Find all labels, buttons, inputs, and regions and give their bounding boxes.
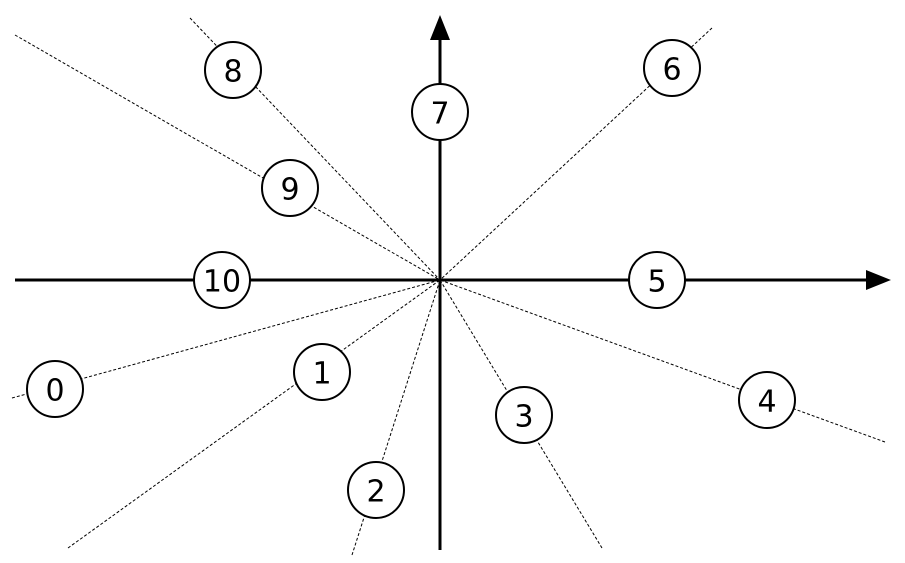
node-4-label: 4 <box>757 385 776 420</box>
node-1: 1 <box>293 343 351 401</box>
node-9: 9 <box>261 159 319 217</box>
node-0: 0 <box>26 360 84 418</box>
node-5: 5 <box>628 251 686 309</box>
node-8-label: 8 <box>223 55 242 90</box>
node-4: 4 <box>738 371 796 429</box>
vertical-axis-arrowhead <box>430 15 450 40</box>
ray-4 <box>439 279 886 443</box>
node-10-label: 10 <box>203 265 241 300</box>
node-9-label: 9 <box>280 173 299 208</box>
ray-0 <box>11 279 441 399</box>
ray-2 <box>351 279 441 556</box>
node-0-label: 0 <box>45 374 64 409</box>
node-2-label: 2 <box>366 475 385 510</box>
node-6: 6 <box>643 39 701 97</box>
node-7: 7 <box>411 83 469 141</box>
node-3: 3 <box>495 386 553 444</box>
node-5-label: 5 <box>647 265 666 300</box>
node-7-label: 7 <box>430 97 449 132</box>
horizontal-axis-arrowhead <box>866 270 891 290</box>
node-6-label: 6 <box>662 53 681 88</box>
rays <box>11 17 886 556</box>
ray-9 <box>14 34 441 281</box>
node-2: 2 <box>347 461 405 519</box>
ray-1 <box>67 279 441 549</box>
node-3-label: 3 <box>514 400 533 435</box>
node-8: 8 <box>204 41 262 99</box>
node-10: 10 <box>193 251 251 309</box>
node-1-label: 1 <box>312 357 331 392</box>
